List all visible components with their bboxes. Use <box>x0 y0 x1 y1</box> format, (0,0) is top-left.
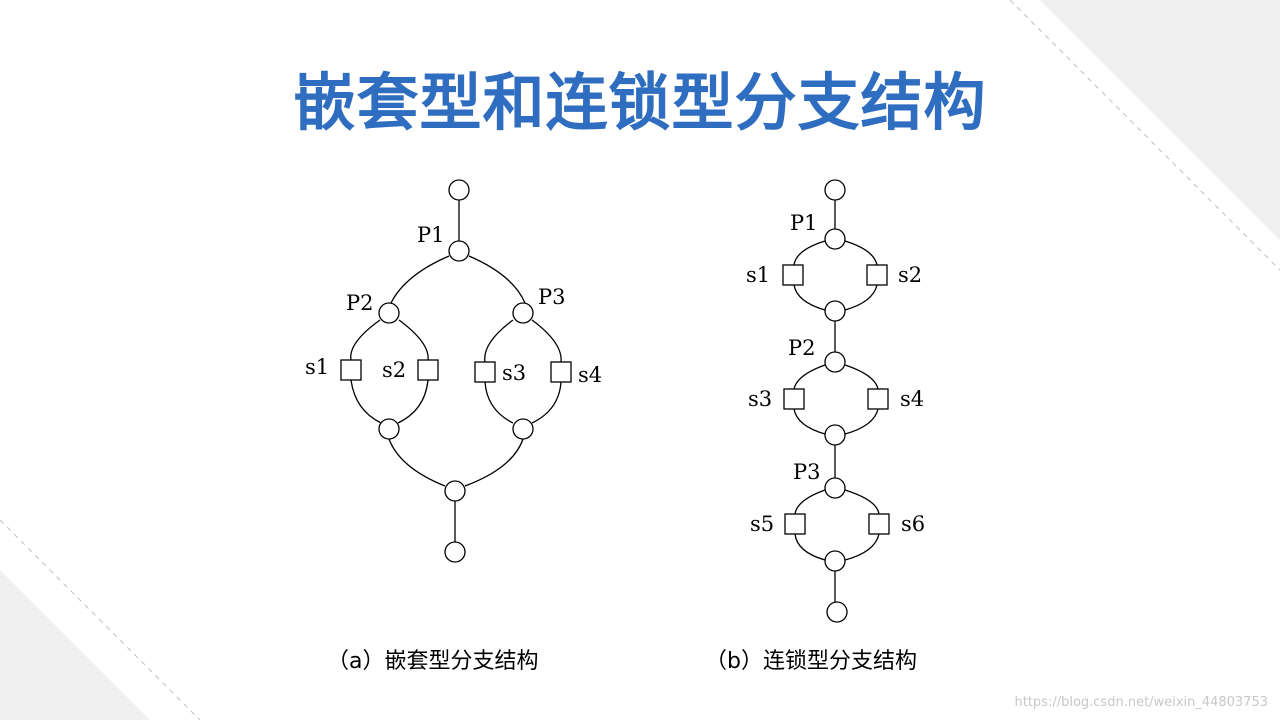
edge <box>794 533 826 561</box>
statement-box-s3 <box>474 361 496 383</box>
edge <box>390 255 450 304</box>
edge <box>794 489 826 515</box>
edge <box>844 240 878 266</box>
label-s5: s5 <box>750 512 774 536</box>
merge-node <box>378 418 400 440</box>
merge-node <box>824 300 846 322</box>
start-node <box>448 179 470 201</box>
nested-branch-diagram: P1 P2 P3 s1 s2 s3 s4 <box>305 179 602 563</box>
end-node <box>444 541 466 563</box>
edge <box>844 408 879 435</box>
label-s2: s2 <box>382 358 406 382</box>
start-node <box>824 179 846 201</box>
statement-box-s4 <box>550 361 572 383</box>
edge <box>388 438 446 487</box>
edge <box>484 381 514 424</box>
edge <box>350 379 382 424</box>
edge <box>531 381 562 424</box>
edge <box>397 379 429 424</box>
edge <box>531 319 562 363</box>
label-p3: P3 <box>538 285 566 309</box>
edge <box>793 408 826 435</box>
label-s1: s1 <box>305 355 329 379</box>
label-s3: s3 <box>502 361 526 385</box>
decision-node-p1 <box>448 240 470 262</box>
label-p3: P3 <box>793 460 821 484</box>
corner-dash-top-right <box>1009 0 1280 271</box>
edge <box>398 319 429 361</box>
edge <box>468 255 526 304</box>
slide-title: 嵌套型和连锁型分支结构 <box>293 66 987 139</box>
label-s1: s1 <box>746 263 770 287</box>
merge-node <box>444 480 466 502</box>
label-p1: P1 <box>790 211 818 235</box>
corner-decoration-top-right <box>1040 0 1280 240</box>
label-s3: s3 <box>748 387 772 411</box>
statement-box-s5 <box>784 513 806 535</box>
statement-box-s3 <box>783 388 805 410</box>
end-node <box>826 601 848 623</box>
edge <box>350 319 381 361</box>
label-p2: P2 <box>346 291 374 315</box>
chained-branch-diagram: P1 P2 P3 s1 s2 s3 s4 s5 s6 <box>746 179 925 623</box>
edge <box>844 364 879 390</box>
merge-node <box>824 550 846 572</box>
statement-box-s2 <box>417 359 439 381</box>
edge <box>484 319 514 363</box>
edge <box>844 533 880 561</box>
edge <box>793 284 826 311</box>
edge <box>793 240 826 266</box>
statement-box-s2 <box>866 264 888 286</box>
statement-box-s1 <box>340 359 362 381</box>
label-s4: s4 <box>900 387 924 411</box>
merge-node <box>512 418 534 440</box>
corner-dash-bottom-left <box>0 519 201 720</box>
decision-node-p3 <box>512 302 534 324</box>
decision-node-p3 <box>824 477 846 499</box>
label-p1: P1 <box>417 223 445 247</box>
label-p2: P2 <box>788 336 816 360</box>
decision-node-p2 <box>378 302 400 324</box>
caption-chained-branch: （b）连锁型分支结构 <box>705 649 917 674</box>
corner-decoration-bottom-left <box>0 570 150 720</box>
decision-node-p2 <box>824 351 846 373</box>
statement-box-s6 <box>868 513 890 535</box>
label-s2: s2 <box>898 263 922 287</box>
statement-box-s1 <box>782 264 804 286</box>
caption-nested-branch: （a）嵌套型分支结构 <box>327 649 539 674</box>
decision-node-p1 <box>824 228 846 250</box>
watermark: https://blog.csdn.net/weixin_44803753 <box>1014 695 1268 710</box>
edge <box>844 284 878 311</box>
edge <box>464 438 524 487</box>
statement-box-s4 <box>867 388 889 410</box>
edge <box>844 489 880 515</box>
merge-node <box>824 424 846 446</box>
edge <box>793 364 826 390</box>
label-s6: s6 <box>901 512 925 536</box>
label-s4: s4 <box>578 363 602 387</box>
